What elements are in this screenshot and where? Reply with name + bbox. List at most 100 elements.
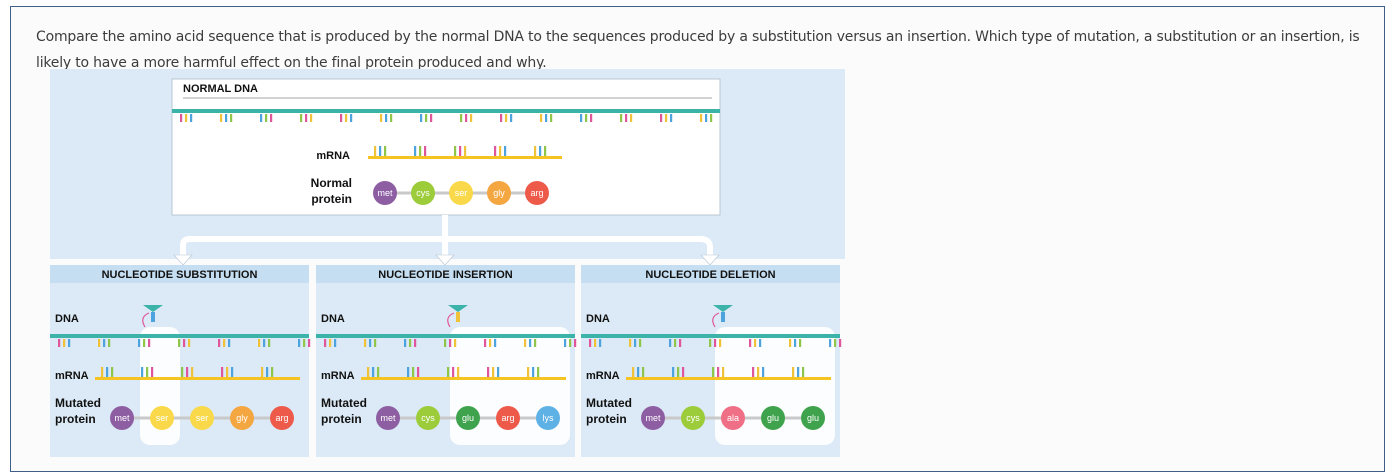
nucleotide: [218, 339, 221, 347]
codon-base: [497, 367, 500, 377]
normal-dna-card: [171, 78, 721, 216]
nucleotide: [489, 339, 492, 347]
nucleotide: [148, 339, 151, 347]
codon-base: [146, 367, 149, 377]
nucleotide: [265, 114, 268, 122]
normal-mrna-label: mRNA: [316, 150, 350, 162]
codon-base: [464, 146, 467, 156]
codon-base: [101, 367, 104, 377]
nucleotide: [180, 114, 183, 122]
amino-acid-arg: [270, 406, 294, 430]
nucleotide: [270, 114, 273, 122]
amino-acid-label: gly: [236, 413, 248, 423]
mrna-label: mRNA: [55, 370, 89, 382]
nucleotide: [709, 339, 712, 347]
amino-acid-label: glu: [807, 413, 819, 423]
nucleotide: [569, 339, 572, 347]
mutated-protein-label-2: protein: [55, 412, 96, 426]
nucleotide: [510, 114, 513, 122]
amino-acid-label: glu: [767, 413, 779, 423]
amino-acid-met: [376, 406, 400, 430]
nucleotide: [660, 114, 663, 122]
nucleotide: [305, 114, 308, 122]
nucleotide: [425, 114, 428, 122]
mrna-label: mRNA: [586, 370, 620, 382]
amino-acid-label: ala: [727, 413, 739, 423]
nucleotide: [138, 339, 141, 347]
codon-base: [632, 367, 635, 377]
normal-dna-title: NORMAL DNA: [183, 83, 258, 95]
codon-base: [377, 367, 380, 377]
panel-title: NUCLEOTIDE DELETION: [645, 269, 775, 281]
panel-0: NUCLEOTIDE SUBSTITUTIONDNAmRNAMutatedpro…: [50, 265, 311, 457]
codon-base: [532, 367, 535, 377]
nucleotide: [534, 339, 537, 347]
nucleotide: [385, 114, 388, 122]
nucleotide: [230, 114, 233, 122]
nucleotide: [529, 339, 532, 347]
codon-base: [231, 367, 234, 377]
nucleotide: [494, 339, 497, 347]
nucleotide: [839, 339, 842, 347]
nucleotide: [629, 339, 632, 347]
amino-acid-label: cys: [416, 188, 430, 198]
mutation-arrow-icon: [447, 312, 455, 328]
codon-base: [452, 367, 455, 377]
panel-title: NUCLEOTIDE SUBSTITUTION: [102, 269, 258, 281]
nucleotide: [634, 339, 637, 347]
nucleotide: [545, 114, 548, 122]
question-text: Compare the amino acid sequence that is …: [36, 29, 1360, 71]
mutation-panels: NUCLEOTIDE SUBSTITUTIONDNAmRNAMutatedpro…: [50, 265, 842, 457]
nucleotide: [220, 114, 223, 122]
codon-base: [367, 367, 370, 377]
nucleotide: [670, 114, 673, 122]
amino-acid-cys: [681, 406, 705, 430]
mutated-protein-label-2: protein: [586, 412, 627, 426]
mutated-protein-label-1: Mutated: [586, 396, 632, 410]
codon-base: [712, 367, 715, 377]
nucleotide: [58, 339, 61, 347]
amino-acid-label: arg: [501, 413, 514, 423]
nucleotide: [188, 339, 191, 347]
nucleotide: [324, 339, 327, 347]
nucleotide: [300, 114, 303, 122]
nucleotide: [404, 339, 407, 347]
codon-base: [534, 146, 537, 156]
nucleotide: [258, 339, 261, 347]
codon-base: [792, 367, 795, 377]
codon-base: [191, 367, 194, 377]
panel-header: [581, 265, 840, 283]
nucleotide: [620, 114, 623, 122]
codon-base: [637, 367, 640, 377]
nucleotide: [714, 339, 717, 347]
amino-acid-label: cys: [421, 413, 435, 423]
codon-base: [492, 367, 495, 377]
mutated-protein-label-1: Mutated: [321, 396, 367, 410]
nucleotide: [625, 114, 628, 122]
codon-base: [379, 146, 382, 156]
nucleotide: [679, 339, 682, 347]
amino-acid-label: cys: [686, 413, 700, 423]
codon-base: [226, 367, 229, 377]
codon-base: [181, 367, 184, 377]
mutated-protein-label-2: protein: [321, 412, 362, 426]
mutated-protein-label-1: Mutated: [55, 396, 101, 410]
codon-base: [459, 146, 462, 156]
nucleotide: [298, 339, 301, 347]
nucleotide: [340, 114, 343, 122]
amino-acid-glu: [801, 406, 825, 430]
nucleotide: [589, 339, 592, 347]
mrna-backbone: [626, 377, 831, 380]
nucleotide: [505, 114, 508, 122]
codon-base: [424, 146, 427, 156]
nucleotide: [390, 114, 393, 122]
codon-base: [504, 146, 507, 156]
amino-acid-cys: [416, 406, 440, 430]
codon-base: [499, 146, 502, 156]
nucleotide: [500, 114, 503, 122]
codon-base: [141, 367, 144, 377]
nucleotide: [630, 114, 633, 122]
mrna-backbone: [95, 377, 300, 380]
